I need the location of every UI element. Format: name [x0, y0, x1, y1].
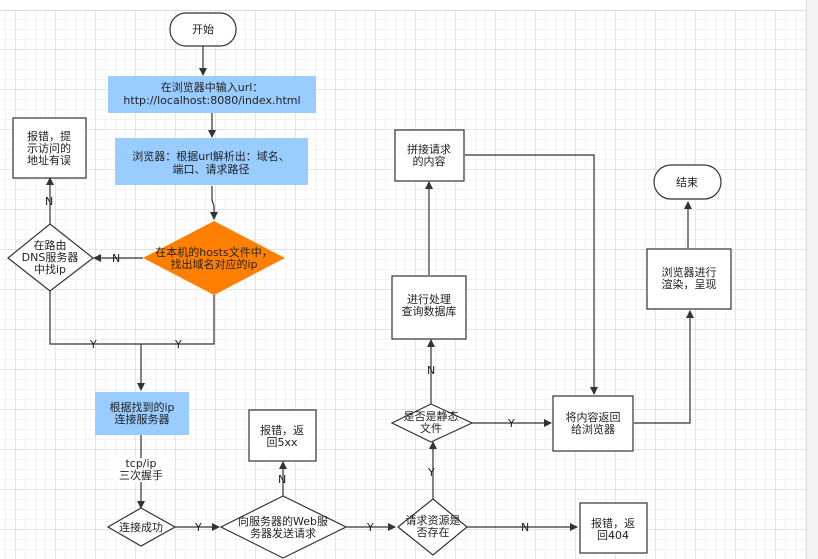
- label-static-no: N: [427, 364, 435, 377]
- label-hosts-yes: Y: [174, 338, 182, 351]
- return-content-node[interactable]: 将内容返回 给浏览器: [552, 395, 634, 452]
- parse-line1: 浏览器：根据url解析出：域名、: [132, 149, 290, 163]
- end-text: 结束: [676, 176, 698, 189]
- hosts-line2: 找出域名对应的ip: [170, 257, 257, 271]
- static-line1: 是否是静态: [404, 409, 459, 423]
- label-exists-yes: Y: [427, 466, 435, 479]
- conn-ok-text: 连接成功: [119, 521, 163, 534]
- process-line1: 进行处理: [407, 293, 451, 306]
- edge-parse-hosts: [210, 186, 218, 220]
- start-text: 开始: [192, 22, 214, 36]
- label-dns-yes: Y: [89, 338, 97, 351]
- dns-line2: DNS服务器: [22, 251, 79, 264]
- dns-line3: 中找ip: [34, 262, 66, 276]
- hosts-lookup-decision[interactable]: 在本机的hosts文件中， 找出域名对应的ip: [143, 221, 285, 295]
- label-dns-no: N: [45, 195, 53, 208]
- err-addr-line2: 示访问的: [27, 141, 71, 155]
- end-node[interactable]: 结束: [653, 164, 722, 200]
- label-req-no: N: [278, 473, 286, 486]
- top-ruler: [0, 0, 818, 11]
- err5xx-line2: 回5xx: [266, 436, 298, 449]
- label-conn-yes: Y: [194, 521, 202, 534]
- res-exists-line2: 否存在: [417, 525, 450, 539]
- label-hosts-no: N: [112, 252, 120, 265]
- input-url-line2: http://localhost:8080/index.html: [123, 94, 300, 107]
- hosts-line1: 在本机的hosts文件中，: [155, 245, 272, 259]
- send-req-line2: 务器发送请求: [250, 526, 316, 540]
- address-error-node[interactable]: 报错，提 示访问的 地址有误: [12, 117, 87, 179]
- tcp-line2: 三次握手: [119, 468, 163, 482]
- label-static-yes: Y: [507, 417, 515, 430]
- edge-return-render: [634, 310, 694, 424]
- input-url-line1: 在浏览器中输入url：: [161, 80, 264, 94]
- tcp-line1: tcp/ip: [125, 457, 156, 470]
- res-exists-line1: 请求资源是: [406, 513, 461, 527]
- send-request-decision[interactable]: 向服务器的Web服 务器发送请求: [219, 495, 348, 559]
- err5xx-line1: 报错，返: [260, 423, 304, 437]
- err404-line2: 回404: [597, 529, 629, 542]
- input-url-node[interactable]: 在浏览器中输入url： http://localhost:8080/index.…: [108, 76, 316, 113]
- process-query-node[interactable]: 进行处理 查询数据库: [391, 275, 467, 340]
- concat-content-node[interactable]: 拼接请求 的内容: [394, 129, 465, 182]
- err-addr-line1: 报错，提: [27, 129, 71, 143]
- parse-url-node[interactable]: 浏览器：根据url解析出：域名、 端口、请求路径: [115, 138, 308, 185]
- process-line2: 查询数据库: [402, 304, 457, 318]
- err404-line1: 报错，返: [591, 516, 635, 530]
- right-scroll-strip[interactable]: [806, 0, 818, 559]
- dns-lookup-decision[interactable]: 在路由 DNS服务器 中找ip: [7, 223, 94, 292]
- render-node[interactable]: 浏览器进行 渲染，呈现: [646, 248, 732, 310]
- label-req-yes: Y: [366, 521, 374, 534]
- dns-line1: 在路由: [34, 238, 67, 252]
- edge-labels: N N Y Y Y Y N N Y Y N: [45, 195, 529, 534]
- resource-exists-decision[interactable]: 请求资源是 否存在: [397, 498, 468, 556]
- concat-line1: 拼接请求: [407, 142, 451, 156]
- connect-line2: 连接服务器: [115, 413, 170, 426]
- connectors: [46, 46, 694, 531]
- edge-hosts-yes: [141, 295, 215, 345]
- tcp-handshake-label: tcp/ip 三次握手: [114, 457, 170, 482]
- return-line2: 给浏览器: [571, 422, 615, 436]
- static-file-decision[interactable]: 是否是静态 文件: [390, 403, 474, 443]
- err-addr-line3: 地址有误: [27, 153, 71, 167]
- render-line2: 渲染，呈现: [662, 277, 717, 291]
- render-line1: 浏览器进行: [662, 265, 717, 279]
- send-req-line1: 向服务器的Web服: [238, 514, 328, 528]
- connection-success-decision[interactable]: 连接成功: [106, 507, 177, 547]
- edge-concat-return: [465, 154, 598, 395]
- error-5xx-node[interactable]: 报错，返 回5xx: [248, 409, 317, 462]
- label-exists-no: N: [521, 521, 529, 534]
- edge-dns-yes: [49, 291, 141, 345]
- connect-line1: 根据找到的ip: [109, 400, 174, 414]
- connect-server-node[interactable]: 根据找到的ip 连接服务器: [95, 392, 189, 435]
- parse-line2: 端口、请求路径: [173, 163, 250, 176]
- concat-line2: 的内容: [413, 154, 446, 168]
- error-404-node[interactable]: 报错，返 回404: [579, 502, 648, 554]
- static-line2: 文件: [420, 421, 442, 435]
- start-node[interactable]: 开始: [169, 12, 237, 47]
- return-line1: 将内容返回: [566, 410, 621, 424]
